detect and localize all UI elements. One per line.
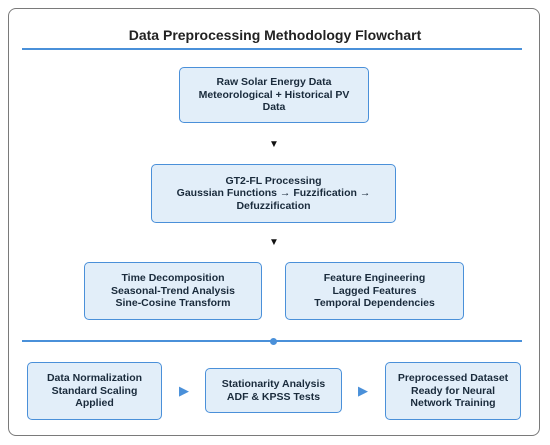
time-decomp-line1: Time Decomposition	[121, 272, 225, 285]
feature-eng-line2: Lagged Features	[332, 284, 417, 297]
gt2fl-processing-node: GT2-FL Processing Gaussian Functions → F…	[151, 164, 396, 223]
stationarity-line2: ADF & KPSS Tests	[226, 390, 321, 403]
normalization-line3: Applied	[75, 397, 114, 410]
raw-data-node: Raw Solar Energy Data Meteorological + H…	[179, 67, 369, 123]
preprocessed-line2: Ready for Neural	[410, 384, 496, 397]
normalization-line2: Standard Scaling	[51, 384, 138, 397]
time-decomp-line3: Sine-Cosine Transform	[115, 297, 231, 310]
title-divider	[22, 48, 522, 50]
raw-data-line3: Data	[262, 101, 286, 114]
gt2fl-line3: Defuzzification	[236, 199, 311, 212]
gt2fl-line1: GT2-FL Processing	[225, 174, 322, 187]
down-arrow-1: ▼	[269, 139, 279, 150]
data-normalization-node: Data Normalization Standard Scaling Appl…	[27, 362, 162, 420]
gt2fl-line2: Gaussian Functions → Fuzzification →	[176, 187, 371, 200]
right-arrow-2: ▶	[358, 383, 368, 398]
stationarity-analysis-node: Stationarity Analysis ADF & KPSS Tests	[205, 368, 342, 413]
feature-eng-line3: Temporal Dependencies	[314, 297, 435, 310]
time-decomposition-node: Time Decomposition Seasonal-Trend Analys…	[84, 262, 262, 320]
preprocessed-line1: Preprocessed Dataset	[397, 372, 509, 385]
preprocessed-line3: Network Training	[410, 397, 496, 410]
time-decomp-line2: Seasonal-Trend Analysis	[111, 284, 235, 297]
down-arrow-2: ▼	[269, 237, 279, 248]
normalization-line1: Data Normalization	[46, 372, 143, 385]
stationarity-line1: Stationarity Analysis	[221, 378, 326, 390]
section-divider-dot	[270, 338, 277, 345]
right-arrow-1: ▶	[179, 383, 189, 398]
feature-eng-line1: Feature Engineering	[323, 272, 426, 285]
raw-data-line2: Meteorological + Historical PV	[198, 88, 350, 101]
preprocessed-dataset-node: Preprocessed Dataset Ready for Neural Ne…	[385, 362, 521, 420]
feature-engineering-node: Feature Engineering Lagged Features Temp…	[285, 262, 464, 320]
raw-data-line1: Raw Solar Energy Data	[216, 76, 332, 89]
flowchart-title: Data Preprocessing Methodology Flowchart	[128, 27, 422, 43]
